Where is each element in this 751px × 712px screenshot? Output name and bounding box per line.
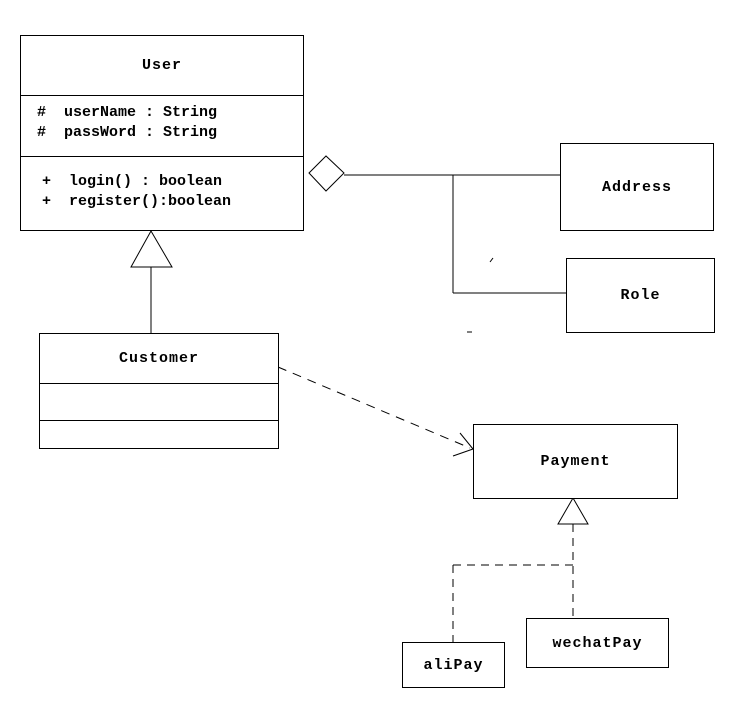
class-name-role: Role — [620, 287, 661, 304]
user-attributes-compartment: # userName : String # passWord : String — [21, 95, 303, 156]
class-box-payment: Payment — [473, 424, 678, 499]
method-register: + register():boolean — [42, 193, 232, 210]
class-name-wechatpay: wechatPay — [552, 634, 643, 652]
customer-methods-compartment — [40, 420, 278, 449]
class-name-customer: Customer — [118, 350, 199, 367]
dependency-arrowhead-upper — [459, 432, 474, 450]
class-name-address: Address — [601, 178, 672, 196]
method-login: + login() : boolean — [42, 173, 223, 190]
class-box-wechatpay: wechatPay — [526, 618, 669, 668]
class-name-alipay: aliPay — [423, 656, 484, 674]
class-name-payment: Payment — [540, 453, 611, 470]
generalization-triangle-payment — [557, 496, 589, 525]
class-name-user: User — [141, 57, 182, 74]
dependency-arrowhead-lower — [452, 448, 474, 457]
class-box-alipay: aliPay — [402, 642, 505, 688]
attribute-username: # userName : String — [37, 104, 218, 121]
class-box-user: User # userName : String # passWord : St… — [20, 35, 304, 231]
aggregation-diamond — [308, 155, 345, 192]
dependency-line-customer-payment — [277, 366, 471, 449]
generalization-triangle-user — [130, 229, 173, 268]
customer-attributes-compartment — [40, 383, 278, 420]
class-box-address: Address — [560, 143, 714, 231]
attribute-password: # passWord : String — [37, 124, 218, 141]
user-methods-compartment: + login() : boolean + register():boolean — [21, 156, 303, 231]
class-box-role: Role — [566, 258, 715, 333]
stray-mark-1 — [489, 257, 494, 263]
class-box-customer: Customer — [39, 333, 279, 449]
